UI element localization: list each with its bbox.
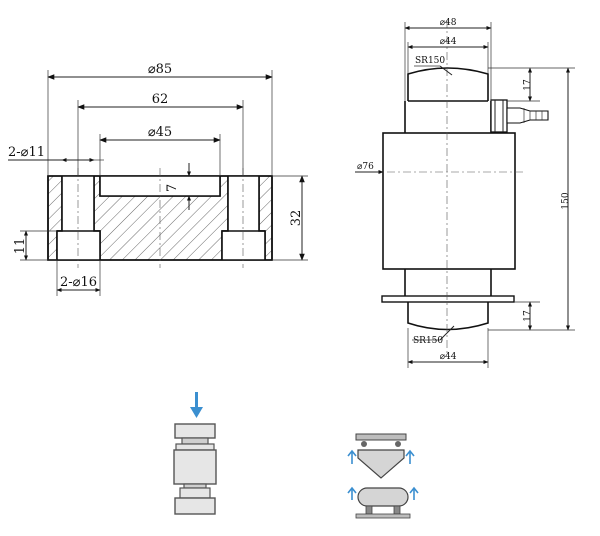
dim-bottom-dome: ⌀44 — [440, 352, 457, 362]
sensor-bottom-plate — [381, 295, 515, 303]
cable-connector — [490, 99, 508, 133]
assembly-stack-illustration — [173, 392, 217, 515]
sensor-bottom-dome — [407, 302, 489, 331]
dim-bottom-radius: SR150 — [413, 336, 443, 346]
dim-top-width: ⌀48 — [440, 18, 457, 28]
flange-section-view: ⌀85 62 ⌀45 7 32 2-⌀11 2-⌀16 11 — [8, 62, 308, 296]
dim-top-radius: SR150 — [415, 56, 445, 66]
dim-bolt-spacing: 62 — [152, 92, 169, 107]
sensor-top-dome — [407, 67, 489, 101]
cable-gland — [506, 107, 549, 124]
dim-counterbore-depth: 11 — [13, 238, 28, 255]
dim-bottom-height: 17 — [523, 310, 533, 322]
down-arrow-icon — [190, 392, 203, 418]
dim-total-height: 150 — [561, 192, 571, 209]
dim-top-height: 17 — [523, 79, 533, 91]
dim-through-holes: 2-⌀11 — [8, 145, 45, 160]
dim-recess-diameter: ⌀45 — [148, 125, 172, 140]
dim-outer-diameter: ⌀85 — [148, 62, 172, 77]
dim-counterbore: 2-⌀16 — [60, 275, 97, 290]
sensor-main-body — [382, 132, 516, 270]
hopper-tank-icon — [347, 433, 419, 519]
sensor-elevation-view: ⌀48 ⌀44 SR150 17 ⌀76 150 17 SR150 ⌀44 — [355, 18, 575, 368]
dim-top-dome: ⌀44 — [440, 37, 457, 47]
dim-height: 32 — [289, 210, 304, 227]
dim-recess-depth: 7 — [165, 184, 180, 192]
dim-body-diameter: ⌀76 — [357, 162, 374, 172]
